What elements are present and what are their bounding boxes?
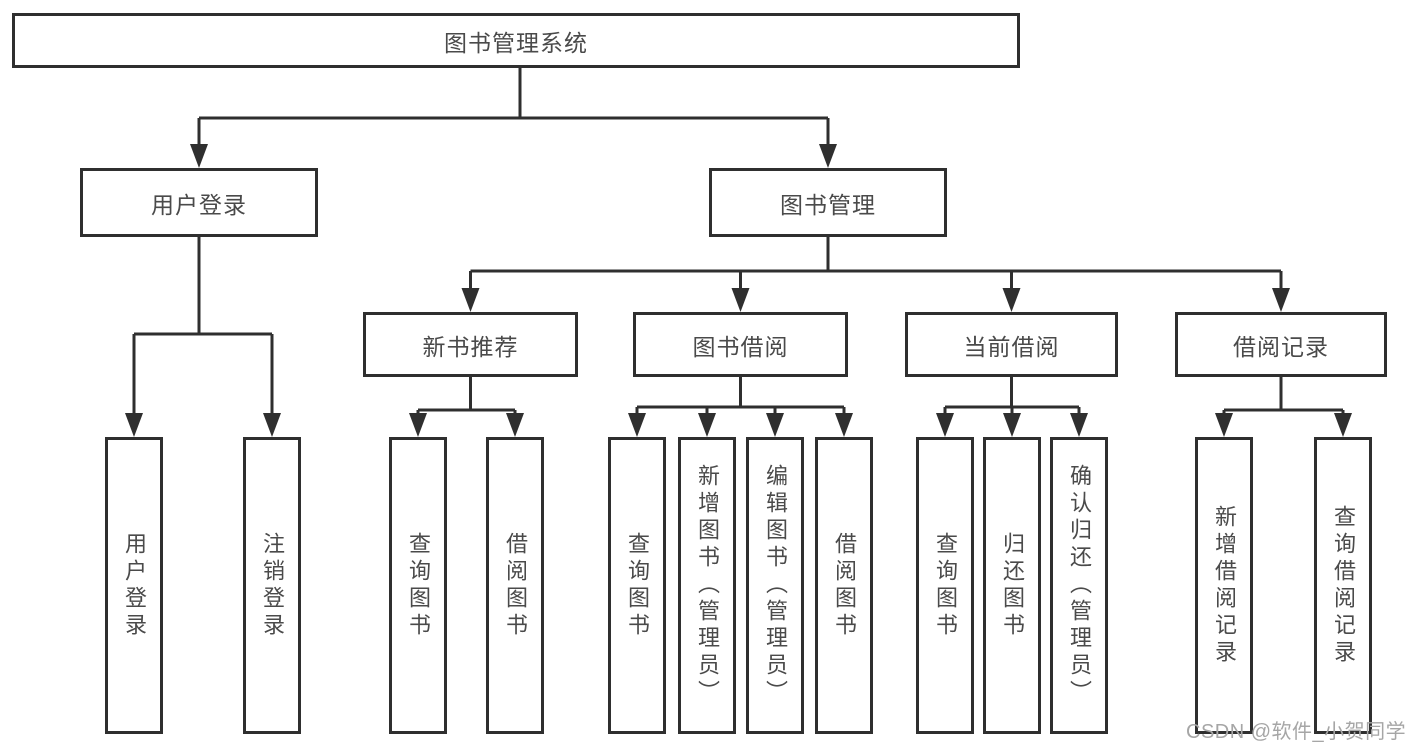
node-leaf-edit-books-admin: 编辑图书（管理员） bbox=[746, 437, 804, 734]
node-book-borrowing: 图书借阅 bbox=[633, 312, 848, 377]
node-leaf-user-login-label: 用户登录 bbox=[122, 531, 147, 640]
node-leaf-borrow-books-2-label: 借阅图书 bbox=[832, 531, 857, 640]
node-leaf-logout: 注销登录 bbox=[243, 437, 301, 734]
node-new-book-recommend-label: 新书推荐 bbox=[422, 333, 519, 360]
node-user-login: 用户登录 bbox=[80, 168, 318, 237]
node-current-borrowing-label: 当前借阅 bbox=[963, 333, 1060, 360]
node-leaf-user-login: 用户登录 bbox=[105, 437, 163, 734]
node-leaf-logout-label: 注销登录 bbox=[260, 531, 285, 640]
node-book-management: 图书管理 bbox=[709, 168, 947, 237]
node-leaf-confirm-return-admin-label: 确认归还（管理员） bbox=[1067, 464, 1092, 707]
node-book-borrowing-label: 图书借阅 bbox=[692, 333, 789, 360]
node-leaf-add-books-admin: 新增图书（管理员） bbox=[678, 437, 736, 734]
connector-paths bbox=[132, 68, 1345, 420]
node-leaf-query-books-2-label: 查询图书 bbox=[625, 531, 650, 640]
node-leaf-query-books-3: 查询图书 bbox=[916, 437, 974, 734]
node-leaf-query-books-1: 查询图书 bbox=[389, 437, 447, 734]
node-leaf-return-books-label: 归还图书 bbox=[1000, 531, 1025, 640]
node-root-label: 图书管理系统 bbox=[444, 29, 588, 56]
node-leaf-add-borrow-record-label: 新增借阅记录 bbox=[1212, 504, 1237, 667]
node-user-login-label: 用户登录 bbox=[151, 191, 247, 218]
node-new-book-recommend: 新书推荐 bbox=[363, 312, 578, 377]
csdn-watermark: CSDN @软件_小贺同学 bbox=[1186, 721, 1405, 743]
node-leaf-query-books-3-label: 查询图书 bbox=[933, 531, 958, 640]
node-leaf-borrow-books-1: 借阅图书 bbox=[486, 437, 544, 734]
node-leaf-query-books-1-label: 查询图书 bbox=[406, 531, 431, 640]
node-leaf-borrow-books-2: 借阅图书 bbox=[815, 437, 873, 734]
node-borrowing-records: 借阅记录 bbox=[1175, 312, 1387, 377]
node-leaf-return-books: 归还图书 bbox=[983, 437, 1041, 734]
node-leaf-add-borrow-record: 新增借阅记录 bbox=[1195, 437, 1253, 734]
node-leaf-query-borrow-record: 查询借阅记录 bbox=[1314, 437, 1372, 734]
node-current-borrowing: 当前借阅 bbox=[905, 312, 1118, 377]
node-leaf-query-books-2: 查询图书 bbox=[608, 437, 666, 734]
node-borrowing-records-label: 借阅记录 bbox=[1233, 333, 1329, 360]
node-leaf-query-borrow-record-label: 查询借阅记录 bbox=[1331, 504, 1356, 667]
node-leaf-borrow-books-1-label: 借阅图书 bbox=[503, 531, 528, 640]
node-root: 图书管理系统 bbox=[12, 13, 1020, 68]
node-leaf-edit-books-admin-label: 编辑图书（管理员） bbox=[763, 464, 788, 707]
node-leaf-add-books-admin-label: 新增图书（管理员） bbox=[695, 464, 720, 707]
node-leaf-confirm-return-admin: 确认归还（管理员） bbox=[1050, 437, 1108, 734]
arrowhead-icons bbox=[125, 144, 1352, 437]
node-book-management-label: 图书管理 bbox=[780, 191, 876, 218]
